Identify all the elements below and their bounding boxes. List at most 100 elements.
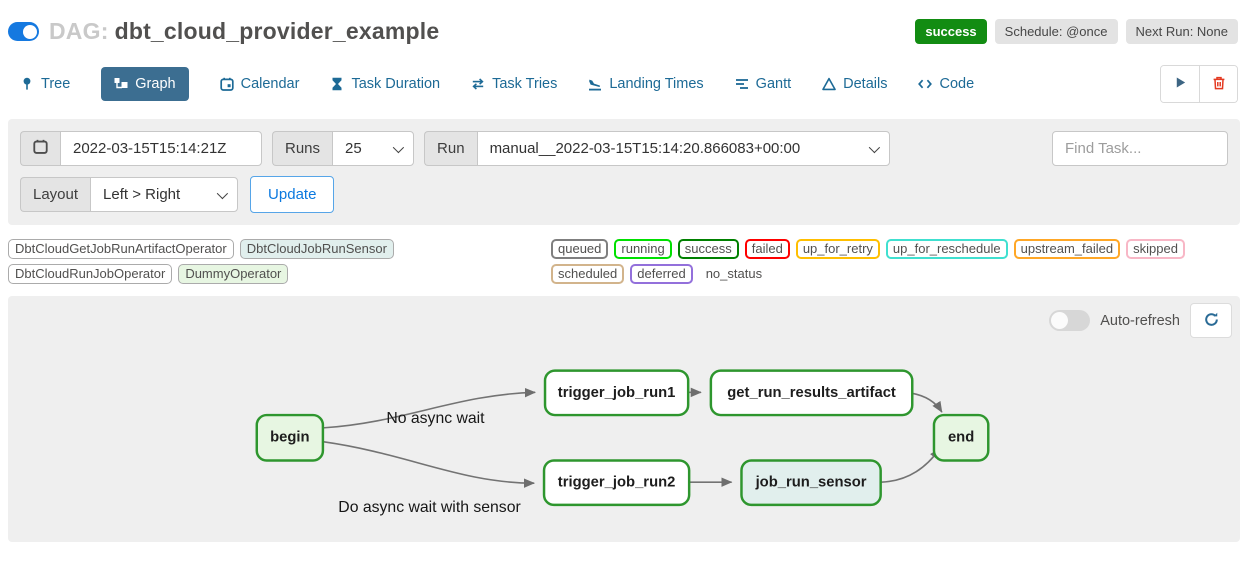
status-badge: success (677, 239, 739, 259)
node-label: job_run_sensor (755, 475, 867, 491)
play-icon (1174, 76, 1187, 92)
runs-label: Runs (272, 131, 333, 166)
dag-graph: No async wait Do async wait with sensor … (255, 369, 990, 516)
filter-panel: Runs 25 Run manual__2022-03-15T15:14:20.… (8, 119, 1240, 225)
refresh-icon (1203, 311, 1220, 331)
refresh-button[interactable] (1190, 303, 1232, 338)
node-label: get_run_results_artifact (727, 385, 896, 401)
status-badge: no_status (705, 266, 763, 281)
num-runs-select[interactable]: 25 (332, 131, 415, 166)
node-rect (932, 413, 990, 462)
operator-badge: DummyOperator (178, 264, 289, 284)
hourglass-icon (330, 77, 344, 91)
run-select[interactable]: manual__2022-03-15T15:14:20.866083+00:00 (476, 131, 890, 166)
dag-action-buttons (1160, 65, 1238, 103)
tab-label: Gantt (755, 76, 792, 92)
tab-calendar[interactable]: Calendar (219, 76, 300, 92)
status-badge: failed (744, 239, 790, 259)
chevron-down-icon (216, 187, 229, 199)
run-group: Run manual__2022-03-15T15:14:20.866083+0… (424, 131, 890, 166)
tab-gantt[interactable]: Gantt (735, 76, 791, 92)
base-date-input[interactable] (60, 131, 262, 166)
num-runs-value: 25 (345, 140, 362, 157)
auto-refresh-label: Auto-refresh (1100, 312, 1180, 329)
tab-details[interactable]: Details (822, 76, 887, 92)
graph-node-begin[interactable]: begin (255, 413, 325, 462)
find-task-input[interactable] (1052, 131, 1228, 166)
node-rect (255, 413, 325, 462)
chevron-down-icon (392, 141, 405, 153)
schedule-badge: Schedule: @once (994, 19, 1118, 44)
chevron-down-icon (868, 141, 880, 153)
edge-label-no-async: No async wait (386, 410, 485, 427)
graph-panel: Auto-refresh No async wait Do async wait… (8, 296, 1240, 542)
tab-task-tries[interactable]: Task Tries (471, 76, 557, 92)
calendar-icon (33, 139, 48, 158)
filter-row-1: Runs 25 Run manual__2022-03-15T15:14:20.… (20, 131, 1228, 166)
dag-header: DAG:dbt_cloud_provider_example success S… (0, 0, 1248, 49)
node-rect (542, 459, 691, 507)
next-run-badge: Next Run: None (1125, 19, 1238, 44)
graph-node-end[interactable]: end (932, 413, 990, 462)
date-picker-button[interactable] (20, 131, 60, 166)
status-badge: queued (551, 239, 609, 259)
status-badge: up_for_retry (795, 239, 880, 259)
layout-value: Left > Right (103, 186, 181, 203)
trash-icon (1212, 76, 1226, 93)
tab-landing-times[interactable]: Landing Times (588, 76, 704, 92)
layout-select[interactable]: Left > Right (90, 177, 239, 212)
layout-group: Layout Left > Right (20, 177, 239, 212)
delete-dag-button[interactable] (1199, 66, 1237, 102)
graph-node-trigger-job-run1[interactable]: trigger_job_run1 (543, 369, 690, 417)
edge-artifact-end (912, 392, 943, 413)
dag-status-badge: success (915, 19, 987, 44)
layout-label: Layout (20, 177, 91, 212)
node-label: begin (270, 430, 309, 446)
tab-label: Tree (41, 76, 71, 92)
edge-label-async-sensor: Do async wait with sensor (338, 499, 520, 516)
graph-node-get-run-results-artifact[interactable]: get_run_results_artifact (709, 369, 914, 417)
node-label: trigger_job_run2 (558, 475, 676, 491)
status-badge: up_for_reschedule (885, 239, 1008, 259)
calendar-icon (219, 77, 234, 91)
operator-badge: DbtCloudRunJobOperator (8, 264, 173, 284)
node-rect (709, 369, 914, 417)
status-badge: scheduled (551, 264, 625, 284)
dag-pause-toggle[interactable] (8, 22, 39, 41)
tab-label: Calendar (240, 76, 300, 92)
plane-landing-icon (588, 77, 602, 91)
node-label: end (948, 430, 974, 446)
triangle-icon (822, 77, 836, 91)
trigger-dag-button[interactable] (1161, 66, 1199, 102)
tab-tree[interactable]: Tree (20, 76, 70, 92)
update-button[interactable]: Update (250, 176, 335, 213)
status-badge: deferred (630, 264, 693, 284)
tab-label: Task Duration (351, 76, 441, 92)
header-badges: success Schedule: @once Next Run: None (915, 19, 1238, 44)
operator-legend: DbtCloudGetJobRunArtifactOperator DbtClo… (8, 239, 551, 284)
status-badge: upstream_failed (1013, 239, 1121, 259)
status-badge: running (614, 239, 672, 259)
node-label: trigger_job_run1 (558, 385, 676, 401)
tab-label: Details (843, 76, 888, 92)
tab-label: Graph (135, 76, 176, 92)
node-rect (543, 369, 690, 417)
dag-name: dbt_cloud_provider_example (114, 18, 440, 44)
tab-graph[interactable]: Graph (101, 67, 189, 101)
edge-begin-trigger1 (322, 387, 536, 429)
tab-label: Code (939, 76, 975, 92)
graph-node-job-run-sensor[interactable]: job_run_sensor (740, 459, 882, 507)
tab-task-duration[interactable]: Task Duration (330, 76, 440, 92)
repeat-icon (471, 77, 485, 91)
edge-begin-trigger2 (322, 440, 535, 488)
operator-badge: DbtCloudJobRunSensor (239, 239, 394, 259)
base-date-group (20, 131, 262, 166)
toggle-knob (22, 24, 37, 39)
page-title: DAG:dbt_cloud_provider_example (49, 18, 439, 45)
auto-refresh-toggle[interactable] (1049, 310, 1091, 331)
code-icon (918, 77, 933, 91)
graph-panel-controls: Auto-refresh (1049, 303, 1232, 338)
filter-row-2: Layout Left > Right Update (20, 176, 1228, 213)
tab-code[interactable]: Code (918, 76, 974, 92)
graph-node-trigger-job-run2[interactable]: trigger_job_run2 (542, 459, 691, 507)
